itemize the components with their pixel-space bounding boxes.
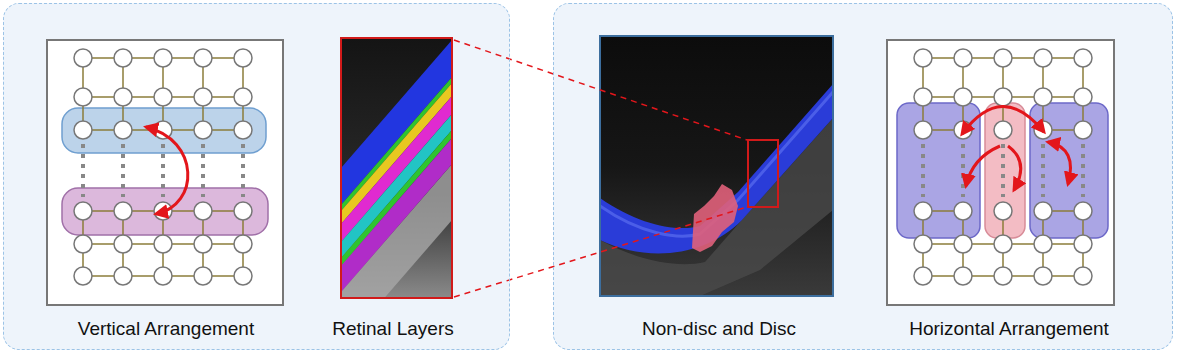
caption-label: Retinal Layers <box>332 319 453 340</box>
grid-node <box>234 267 252 285</box>
oct-scan <box>600 36 833 296</box>
grid-node <box>1034 202 1052 220</box>
grid-node <box>1034 88 1052 106</box>
grid-node <box>954 88 972 106</box>
grid-node <box>234 121 252 139</box>
grid-node <box>114 202 132 220</box>
grid-node <box>74 235 92 253</box>
dotted-link <box>961 144 965 197</box>
dotted-link <box>201 144 205 197</box>
retina-crop <box>341 38 452 298</box>
grid-node <box>234 235 252 253</box>
dotted-link <box>1001 144 1005 197</box>
grid-node <box>914 235 932 253</box>
grid-node <box>994 88 1012 106</box>
grid-node <box>914 88 932 106</box>
grid-node <box>194 267 212 285</box>
grid-node <box>114 235 132 253</box>
grid-node <box>1074 88 1092 106</box>
grid-node <box>114 49 132 67</box>
grid-node <box>994 121 1012 139</box>
grid-node <box>154 267 172 285</box>
dotted-link <box>241 144 245 197</box>
grid-node <box>954 235 972 253</box>
relation-arrow <box>966 146 1000 186</box>
relation-arrow <box>146 127 188 214</box>
caption-label: Non-disc and Disc <box>642 319 796 340</box>
dotted-link <box>161 144 165 197</box>
relation-arrow <box>1008 146 1021 190</box>
grid-node <box>194 121 212 139</box>
grid-node <box>114 267 132 285</box>
grid-node <box>74 121 92 139</box>
grid-node <box>914 267 932 285</box>
grid-node <box>1034 267 1052 285</box>
caption-label: Vertical Arrangement <box>78 319 254 340</box>
grid-node <box>74 267 92 285</box>
grid-node <box>194 88 212 106</box>
grid-node <box>994 49 1012 67</box>
grid-node <box>1074 235 1092 253</box>
grid-node <box>154 49 172 67</box>
grid-node <box>234 202 252 220</box>
zoom-line <box>454 207 747 297</box>
image-frame <box>600 36 833 296</box>
grid-node <box>74 49 92 67</box>
grid-node <box>154 235 172 253</box>
grid-node <box>1074 267 1092 285</box>
grid-node <box>114 121 132 139</box>
grid-node <box>154 88 172 106</box>
grid-node <box>114 88 132 106</box>
grid-node <box>914 49 932 67</box>
grid-node <box>994 202 1012 220</box>
relation-arrow <box>1048 142 1071 184</box>
grid-node <box>1034 49 1052 67</box>
column-band <box>897 103 980 238</box>
dotted-link <box>121 144 125 197</box>
column-band <box>985 103 1025 238</box>
grid-node <box>194 235 212 253</box>
column-band <box>1030 103 1108 238</box>
grid-node <box>994 235 1012 253</box>
grid-node <box>74 202 92 220</box>
grid-node <box>1074 121 1092 139</box>
dotted-link <box>1041 144 1045 197</box>
dotted-link <box>81 144 85 197</box>
grid-node <box>194 49 212 67</box>
panel-ground <box>553 3 1173 350</box>
panel: Non-disc and Disc Horizontal Arrangement <box>553 3 1173 350</box>
dotted-link <box>1081 144 1085 197</box>
grid-node <box>1074 49 1092 67</box>
grid-node <box>234 88 252 106</box>
grid-node <box>994 267 1012 285</box>
grid-node <box>1034 235 1052 253</box>
grid-node <box>234 49 252 67</box>
grid-frame <box>47 40 283 305</box>
dotted-link <box>921 144 925 197</box>
grid-node <box>954 49 972 67</box>
grid-node <box>1074 202 1092 220</box>
grid-node <box>194 202 212 220</box>
grid-node <box>914 121 932 139</box>
grid-frame <box>887 40 1114 305</box>
relation-arrow <box>962 106 1044 134</box>
panel-ground <box>3 3 510 350</box>
crop-frame <box>341 38 452 298</box>
zoom-line <box>454 40 747 140</box>
grid-node <box>954 267 972 285</box>
grid-node <box>74 88 92 106</box>
caption-label: Horizontal Arrangement <box>909 319 1109 340</box>
grid-node <box>954 202 972 220</box>
panel: Vertical Arrangement Retinal Layers <box>3 3 510 350</box>
grid-node <box>914 202 932 220</box>
crop-box <box>748 140 778 207</box>
